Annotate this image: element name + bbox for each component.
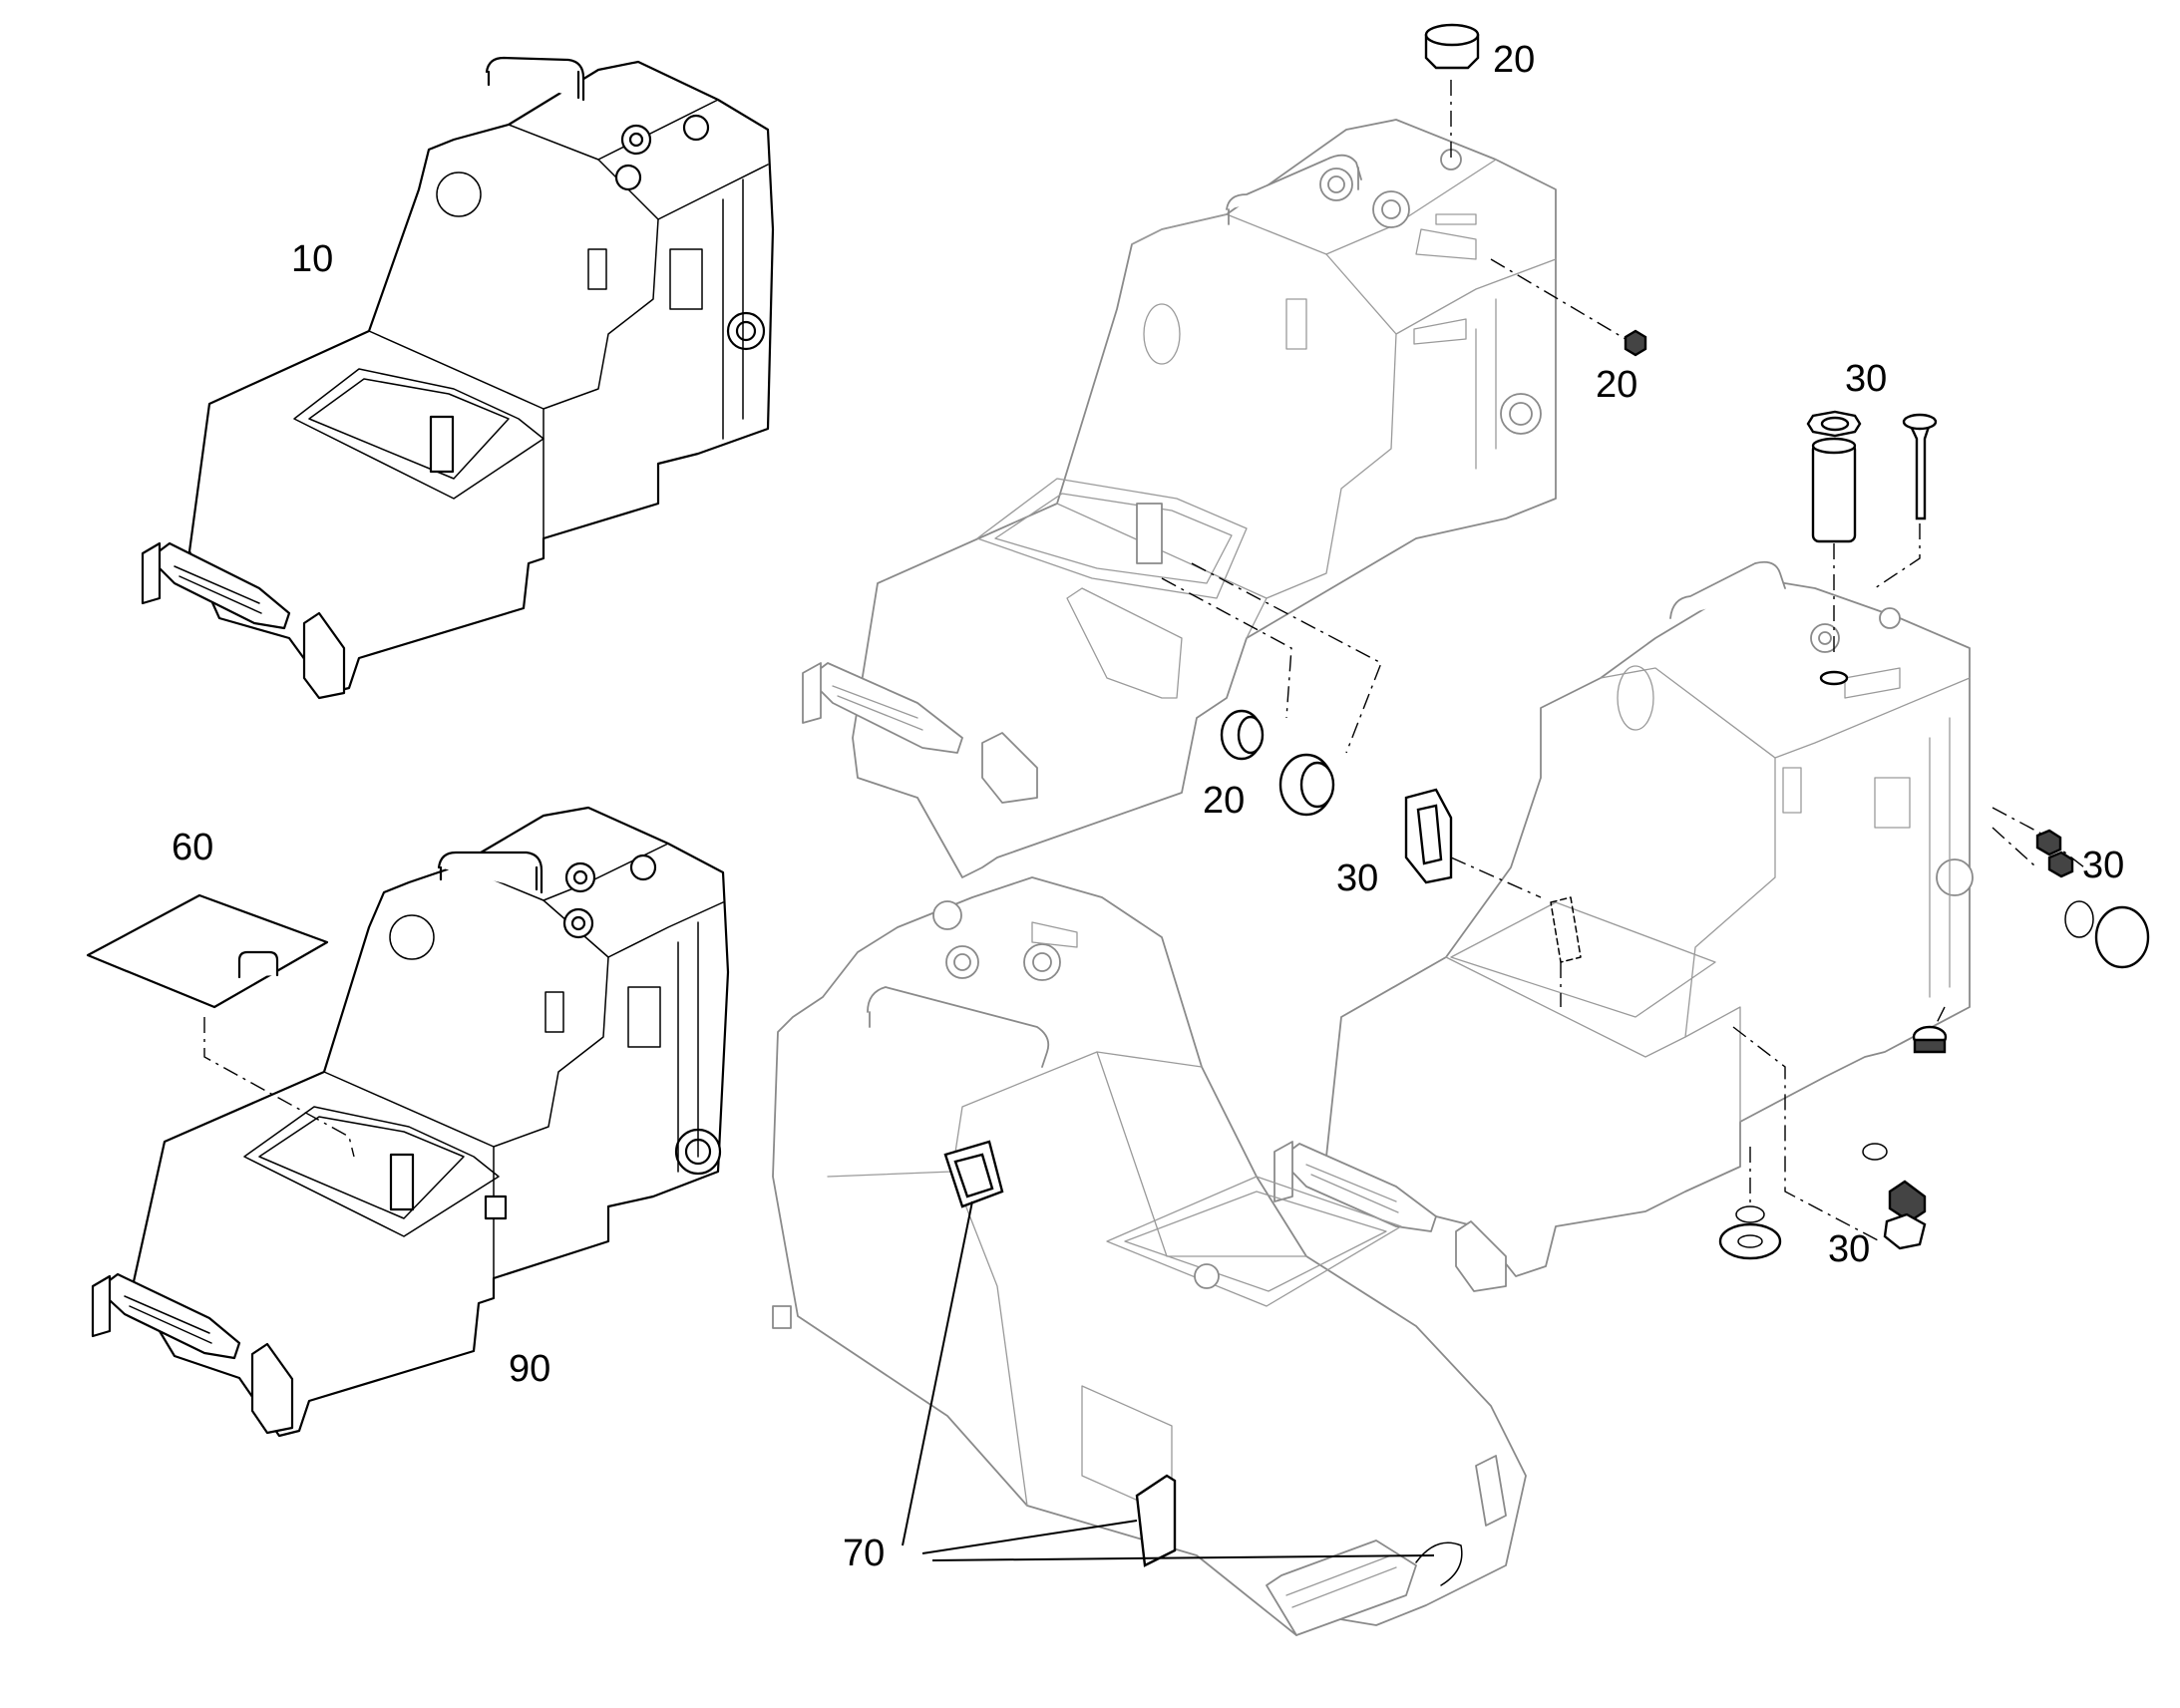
- callout-30-side: 30: [2082, 845, 2124, 886]
- callout-30-bottom: 30: [1828, 1228, 1870, 1270]
- parts-group-20: [1161, 23, 1647, 817]
- callout-70: 70: [843, 1533, 885, 1574]
- callout-30-gasket: 30: [1336, 857, 1378, 899]
- callout-90: 90: [509, 1348, 550, 1390]
- callout-10: 10: [291, 238, 333, 280]
- frame-assembly-ghost-right: [1273, 560, 1974, 1292]
- plug-30b: [2047, 851, 2074, 878]
- frame-assembly-ghost-top: [802, 119, 1557, 878]
- callout-60: 60: [172, 827, 213, 868]
- callout-20-grommet: 20: [1203, 780, 1245, 822]
- parts-group-30: [1404, 410, 2150, 1260]
- cover-plate-60: [86, 893, 329, 1009]
- strainer-tube-30: [1811, 442, 1857, 543]
- callout-20-plug: 20: [1596, 364, 1637, 406]
- cover-ring-70: [1415, 1541, 1463, 1586]
- callout-labels: 10 20 20 20 30 30 30 30 60 70 90: [172, 39, 2124, 1574]
- cover-flange-30: [2094, 905, 2150, 969]
- bracket-70: [1135, 1474, 1177, 1567]
- frame-assembly-10: [141, 56, 775, 700]
- callout-30-top: 30: [1845, 358, 1887, 400]
- level-sender-30: [1908, 415, 1932, 520]
- leaders-70: [902, 1200, 1435, 1561]
- seal-30: [1883, 1212, 1927, 1250]
- frame-assembly-ghost-bottom: [772, 876, 1527, 1636]
- flange-plate-30: [1718, 1222, 1782, 1260]
- frame-assembly-90: [86, 806, 730, 1438]
- callout-20-cap: 20: [1493, 39, 1535, 81]
- plug-30a: [2035, 829, 2062, 856]
- plug-20: [1624, 329, 1647, 357]
- breather-30: [1888, 1180, 1927, 1223]
